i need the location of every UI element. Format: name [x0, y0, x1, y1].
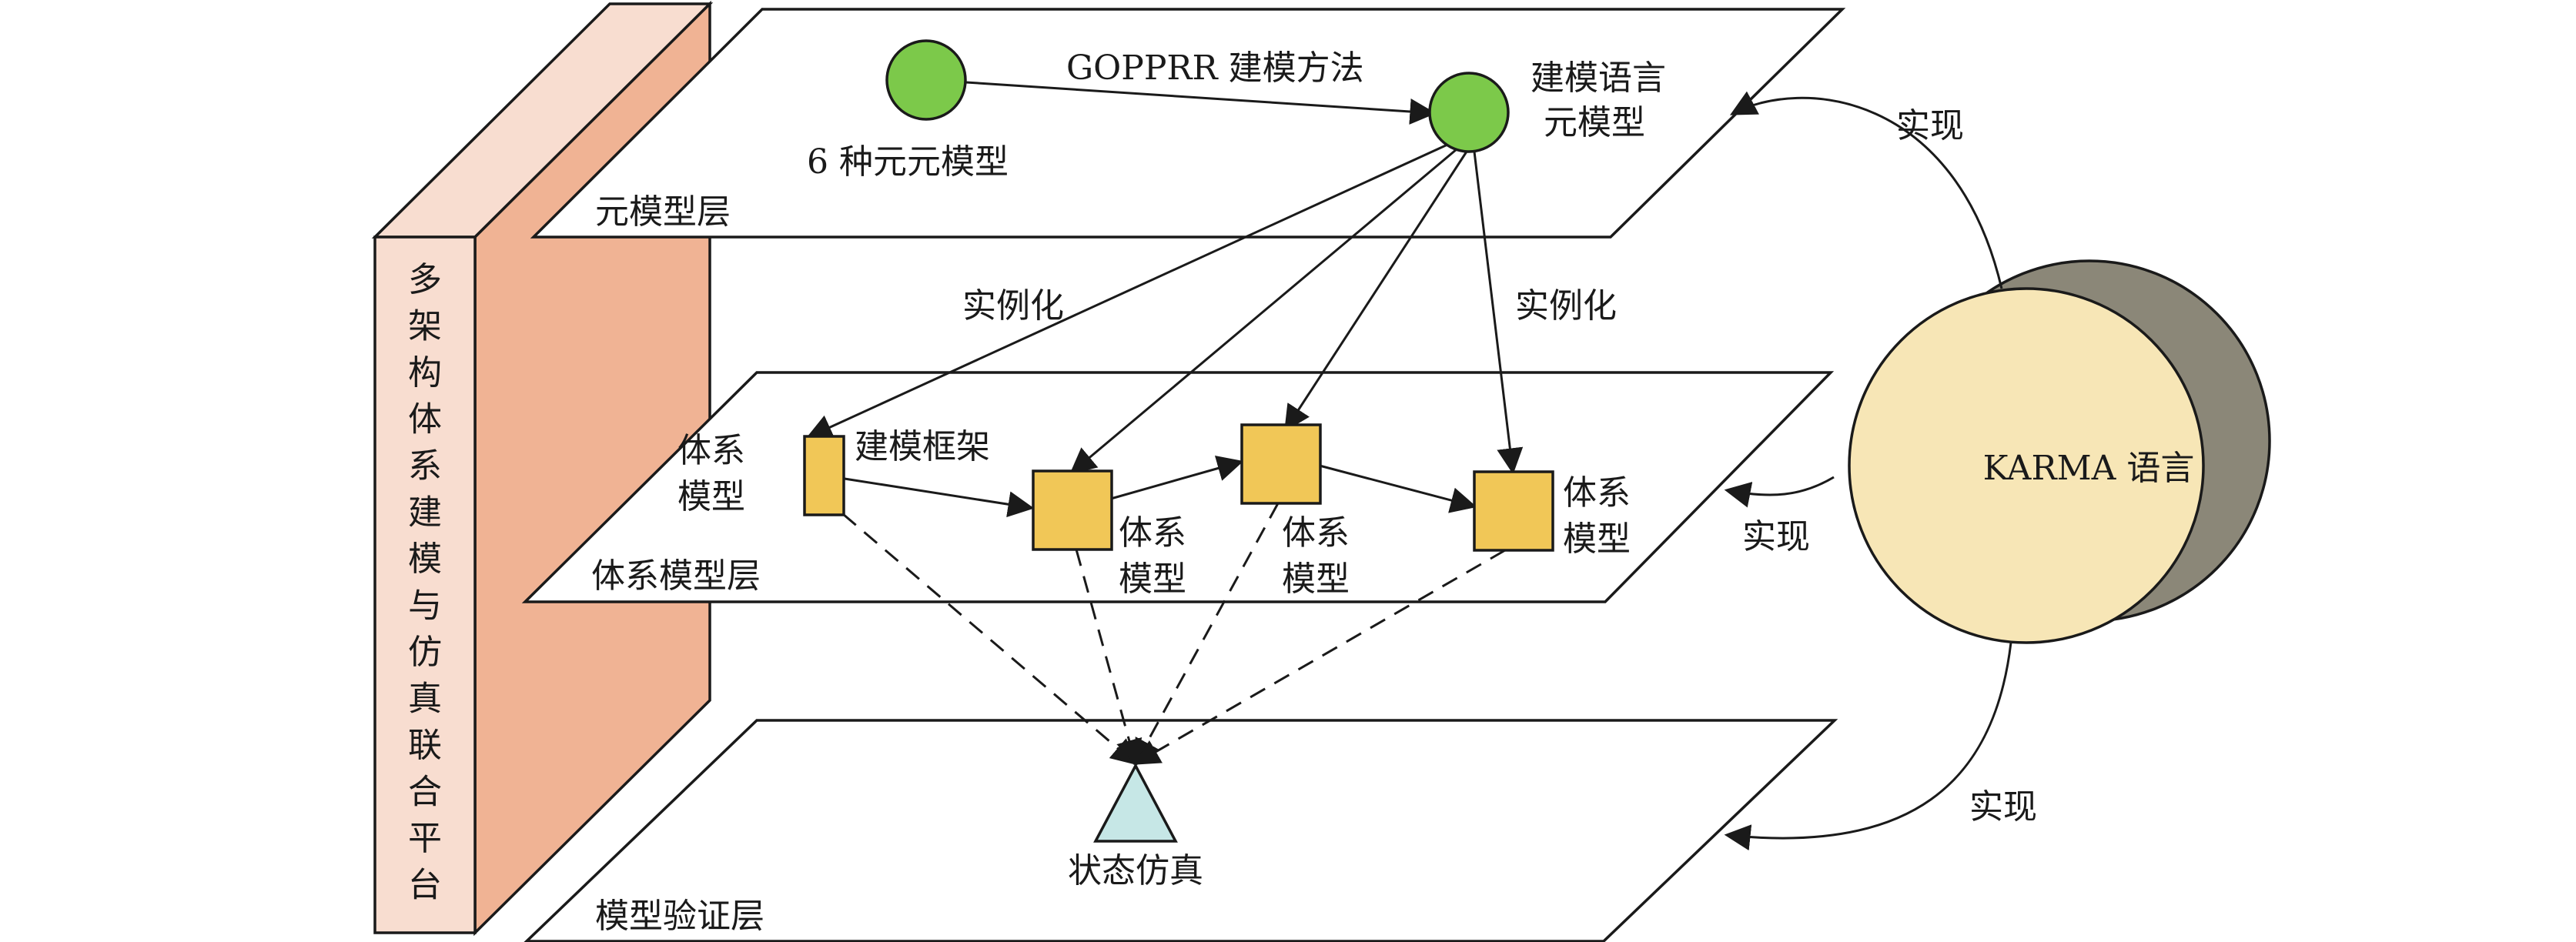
platform-label-char: 合: [408, 773, 442, 812]
framework-edge-2: [1110, 456, 1244, 500]
validation-layer-label: 模型验证层: [595, 897, 764, 936]
platform-label-char: 模: [408, 539, 442, 579]
platform-label-char: 联: [408, 726, 442, 765]
system-model-node-2: [1032, 469, 1113, 551]
platform-label-char: 架: [408, 307, 442, 346]
platform-label-char: 构: [408, 353, 442, 392]
meta-layer-label: 元模型层: [595, 192, 731, 232]
platform-label-char: 仿: [408, 633, 442, 672]
system-model-label-2: 体系 模型: [1119, 513, 1197, 599]
system-layer-label: 体系模型层: [591, 556, 761, 596]
system-model-label-3: 体系 模型: [1282, 513, 1360, 599]
system-model-node-4: [1473, 470, 1554, 552]
realize-arrow-validation: [1724, 642, 2012, 851]
simulation-link-4: [1133, 549, 1506, 765]
platform-label-char: 多: [408, 260, 442, 299]
meta-meta-model-node: [885, 39, 967, 121]
meta-meta-model-label: 6 种元元模型: [807, 142, 1009, 182]
language-meta-model-node: [1428, 72, 1510, 153]
realize-arrow-meta: [1729, 91, 2003, 289]
framework-edge-1: [844, 477, 1035, 518]
system-model-node-1: [803, 435, 845, 516]
realize-arrow-system: [1724, 476, 1835, 508]
state-simulation-label: 状态仿真: [1068, 851, 1203, 890]
meta-model-layer-plane: [530, 8, 1846, 239]
karma-label: KARMA 语言: [1983, 449, 2195, 488]
platform-front-face: [373, 236, 477, 934]
platform-label-char: 真: [408, 680, 442, 719]
goppr-edge-label: GOPPRR 建模方法: [1066, 48, 1364, 88]
karma-language-node: KARMA 语言: [1848, 259, 2271, 644]
instantiate-arrow-3: [1284, 151, 1468, 432]
state-simulation-node: [1093, 763, 1178, 843]
instantiate-label-left: 实例化: [962, 286, 1064, 326]
karma-circle: [1848, 287, 2205, 644]
validation-layer-plane: [524, 719, 1838, 942]
simulation-link-2: [1075, 549, 1142, 767]
platform-label-char: 建: [408, 493, 442, 533]
framework-edge-label: 建模框架: [855, 427, 990, 466]
instantiate-arrow-4: [1473, 151, 1524, 475]
framework-edge-3: [1319, 464, 1477, 513]
language-meta-model-label: 建模语言 元模型: [1531, 58, 1677, 142]
platform-label-char: 与: [408, 586, 442, 626]
system-model-label-1: 体系 模型: [677, 431, 756, 516]
realize-label-meta: 实现: [1896, 106, 1964, 145]
system-model-node-3: [1240, 423, 1322, 505]
instantiate-arrow-1: [805, 143, 1448, 439]
goppr-edge: [965, 81, 1437, 125]
instantiate-arrow-2: [1069, 148, 1457, 475]
platform-label-char: 台: [408, 866, 442, 905]
realize-label-system: 实现: [1742, 517, 1810, 556]
platform-label-char: 平: [408, 819, 442, 858]
simulation-link-1: [842, 513, 1138, 766]
system-model-label-4: 体系 模型: [1563, 473, 1641, 559]
realize-label-validation: 实现: [1969, 787, 2037, 827]
instantiate-label-right: 实例化: [1515, 286, 1617, 326]
platform-label-char: 体: [408, 400, 442, 439]
simulation-link-3: [1134, 503, 1280, 766]
platform-label-char: 系: [408, 446, 442, 486]
